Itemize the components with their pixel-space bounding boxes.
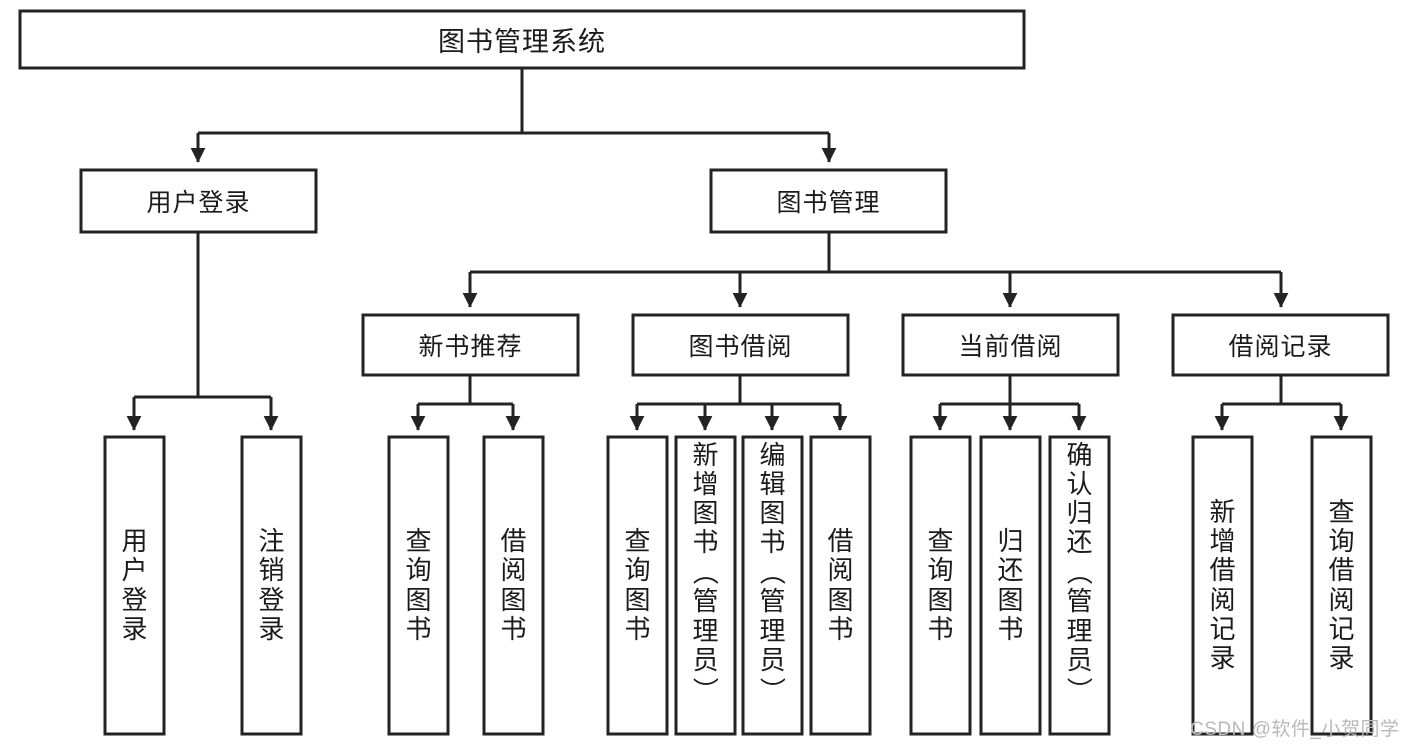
node-box-leaf-confirm-return-admin[interactable] <box>1048 435 1111 736</box>
node-box-leaf-logout-login[interactable] <box>240 435 303 736</box>
node-box-leaf-query-book-2[interactable] <box>606 435 669 736</box>
node-box-leaf-query-book-1[interactable] <box>387 435 450 736</box>
edge-group-user-login-to-leaves <box>126 232 279 431</box>
edge-group-book-manage-to-level2 <box>462 232 1289 308</box>
node-box-book-borrow[interactable] <box>631 313 850 377</box>
node-box-leaf-edit-book-admin[interactable] <box>741 435 804 736</box>
edge-group-current-borrow-to-leaves <box>932 375 1087 431</box>
node-box-leaf-query-borrow-record[interactable] <box>1310 435 1373 736</box>
node-box-current-borrow[interactable] <box>901 313 1120 377</box>
node-box-leaf-borrow-book-1[interactable] <box>482 435 545 736</box>
node-box-leaf-add-book-admin[interactable] <box>674 435 737 736</box>
edge-group-book-borrow-to-leaves <box>629 375 848 431</box>
node-box-book-manage[interactable] <box>709 168 948 234</box>
node-box-root[interactable] <box>18 9 1026 70</box>
node-box-leaf-query-book-3[interactable] <box>909 435 972 736</box>
node-box-new-book-recommend[interactable] <box>361 313 580 377</box>
node-box-user-login[interactable] <box>79 168 318 234</box>
node-box-leaf-add-borrow-record[interactable] <box>1191 435 1254 736</box>
edge-group-borrow-record-to-leaves <box>1214 375 1349 431</box>
edge-group-new-book-recommend-to-leaves <box>410 375 521 431</box>
node-box-borrow-record[interactable] <box>1171 313 1390 377</box>
edge-group-root-to-level1 <box>190 68 837 163</box>
node-box-leaf-return-book[interactable] <box>979 435 1042 736</box>
node-box-leaf-user-login[interactable] <box>103 435 166 736</box>
node-box-leaf-borrow-book-2[interactable] <box>809 435 872 736</box>
